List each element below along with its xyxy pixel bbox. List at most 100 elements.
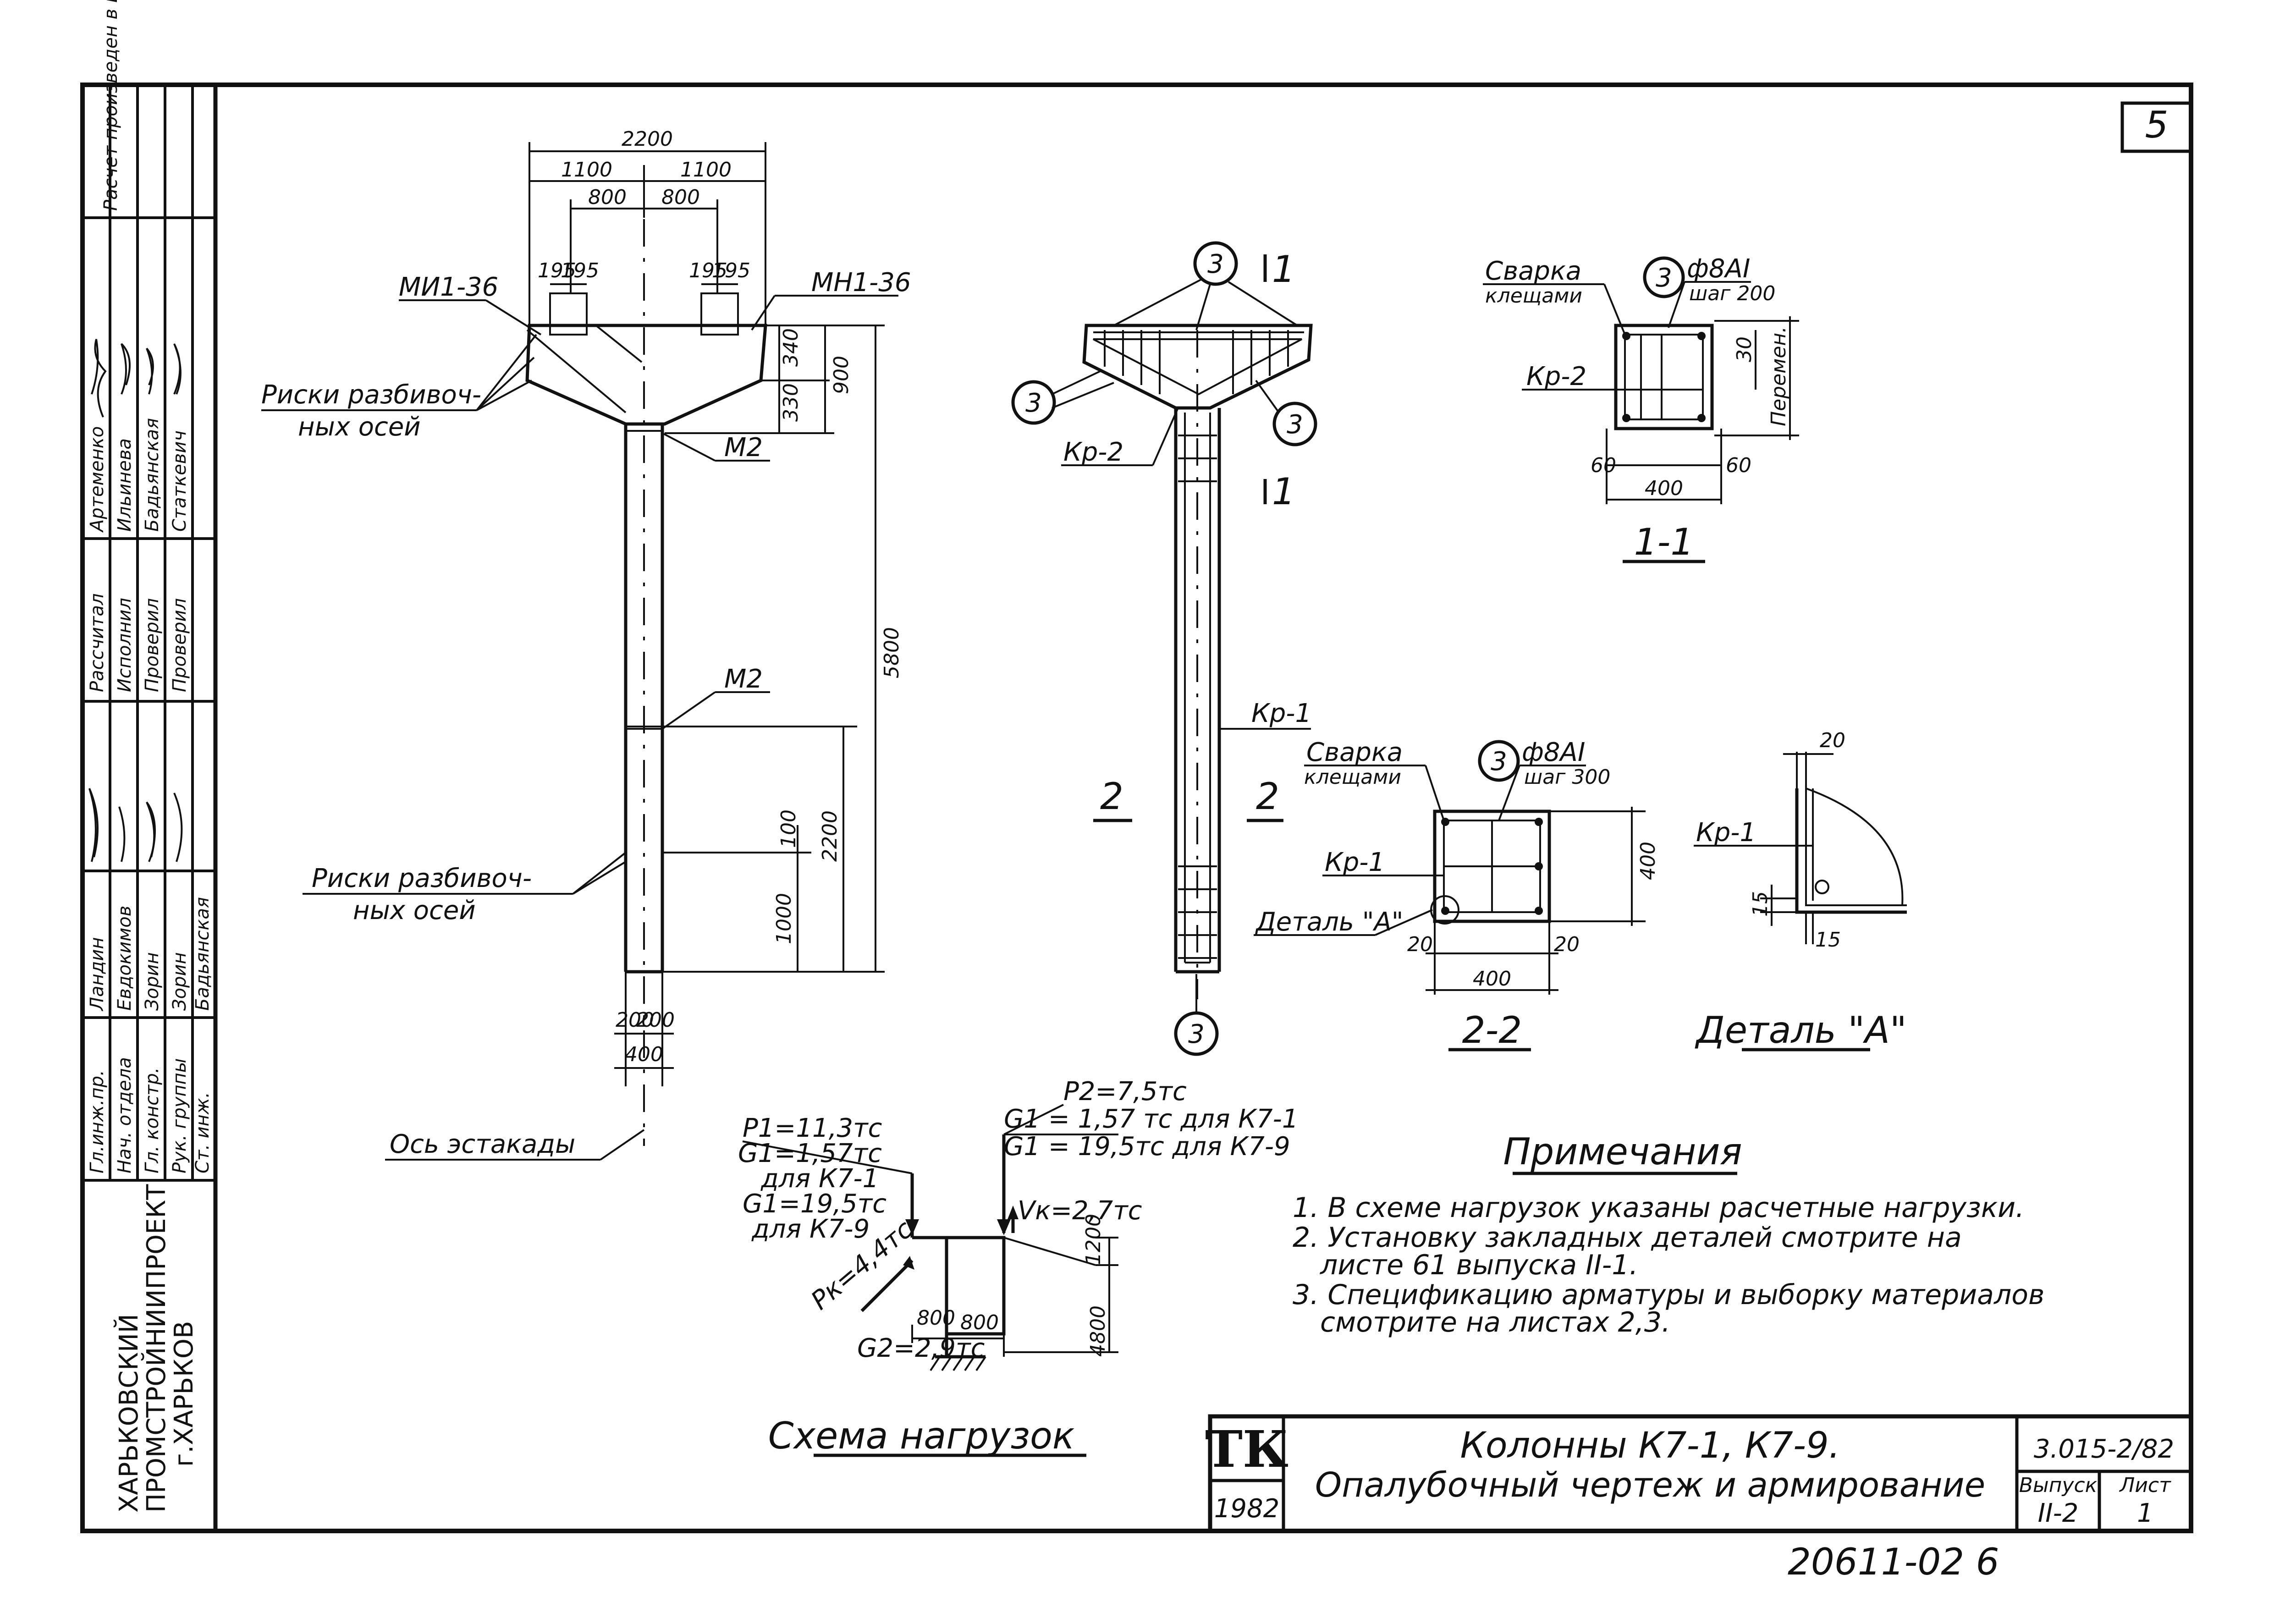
- svg-text:4800: 4800: [1086, 1305, 1110, 1357]
- svg-text:800: 800: [588, 186, 627, 209]
- svg-text:800: 800: [917, 1306, 955, 1330]
- svg-text:200: 200: [636, 1008, 675, 1032]
- sheet-number-box: [2120, 101, 2193, 153]
- svg-text:195: 195: [689, 259, 727, 282]
- svg-text:ПРОМСТРОЙНИИПРОЕКТ: ПРОМСТРОЙНИИПРОЕКТ: [141, 1184, 171, 1513]
- calc-note: Расчет произведен в институте по проекту…: [100, 0, 121, 211]
- section-1-1: 3 ф8AI шаг 200 Сварка клещами Кр-2 60 60…: [1483, 254, 1799, 563]
- svg-text:195: 195: [561, 259, 599, 282]
- svg-text:Кр-1: Кр-1: [1325, 848, 1385, 877]
- svg-text:Проверил: Проверил: [169, 598, 190, 692]
- svg-text:60: 60: [1726, 454, 1751, 477]
- svg-text:смотрите на листах 2,3.: смотрите на листах 2,3.: [1320, 1306, 1670, 1338]
- svg-text:400: 400: [1636, 842, 1660, 880]
- left-strip-dividers: [83, 85, 215, 1182]
- svg-text:330: 330: [779, 383, 803, 422]
- svg-text:для К7-1: для К7-1: [760, 1164, 879, 1194]
- svg-text:Сварка: Сварка: [1306, 738, 1403, 767]
- svg-text:Ландин: Ландин: [87, 937, 108, 1012]
- outer-frame: [80, 83, 2193, 1533]
- svg-text:G1 = 1,57 тс для К7-1: G1 = 1,57 тс для К7-1: [1004, 1104, 1298, 1134]
- svg-text:Риски разбивоч-: Риски разбивоч-: [312, 864, 532, 893]
- svg-text:Гл.инж.пр.: Гл.инж.пр.: [87, 1070, 108, 1173]
- svg-text:195: 195: [538, 259, 576, 282]
- svg-text:Зорин: Зорин: [169, 952, 190, 1011]
- svg-text:800: 800: [661, 186, 700, 209]
- calc-rows: Рассчитал Исполнил Проверил Проверил Арт…: [87, 418, 190, 692]
- svg-text:Ст. инж.: Ст. инж.: [192, 1092, 213, 1173]
- signatures: [88, 339, 183, 862]
- svg-text:1982: 1982: [1214, 1494, 1280, 1524]
- svg-text:G1=19,5тс: G1=19,5тс: [743, 1189, 886, 1219]
- svg-text:Рассчитал: Рассчитал: [87, 593, 108, 692]
- svg-text:2200: 2200: [818, 810, 842, 862]
- title-block: ТК 1982 Колонны К7-1, К7-9. Опалубочный …: [1205, 1414, 2193, 1533]
- sheet-number: 5: [2145, 104, 2169, 146]
- svg-text:100: 100: [777, 809, 800, 848]
- load-scheme: P1=11,3тс G1=1,57тс для К7-1 G1=19,5тс д…: [738, 1077, 1298, 1457]
- svg-text:1200: 1200: [1082, 1214, 1105, 1265]
- svg-text:1100: 1100: [680, 158, 732, 182]
- organization: ХАРЬКОВСКИЙ ПРОМСТРОЙНИИПРОЕКТ г.ХАРЬКОВ: [114, 1184, 199, 1513]
- svg-text:2: 2: [1256, 775, 1279, 818]
- svg-text:1-1: 1-1: [1634, 521, 1694, 563]
- svg-text:G2=2,9тс: G2=2,9тс: [857, 1333, 985, 1363]
- svg-text:Кр-2: Кр-2: [1526, 362, 1586, 391]
- svg-text:Артеменко: Артеменко: [87, 426, 108, 533]
- svg-text:Сварка: Сварка: [1485, 256, 1581, 286]
- svg-text:клещами: клещами: [1485, 284, 1582, 308]
- footer-number: 20611-02 6: [1788, 1541, 1999, 1583]
- svg-text:30: 30: [1733, 336, 1756, 362]
- svg-text:ных осей: ных осей: [298, 412, 421, 442]
- svg-text:Деталь "А": Деталь "А": [1695, 1009, 1906, 1051]
- svg-text:Выпуск: Выпуск: [2019, 1474, 2098, 1497]
- svg-text:Рук. группы: Рук. группы: [169, 1058, 190, 1173]
- svg-text:3: 3: [1491, 747, 1507, 776]
- svg-text:3: 3: [1207, 249, 1224, 279]
- svg-text:Нач. отдела: Нач. отдела: [114, 1057, 135, 1173]
- svg-text:М2: М2: [724, 664, 763, 694]
- svg-text:Евдокимов: Евдокимов: [114, 906, 135, 1011]
- svg-text:для К7-9: для К7-9: [751, 1214, 870, 1244]
- svg-text:Гл. констр.: Гл. констр.: [142, 1068, 163, 1173]
- svg-text:3. Спецификацию арматуры и выб: 3. Спецификацию арматуры и выборку матер…: [1293, 1279, 2044, 1311]
- svg-text:20: 20: [1554, 933, 1580, 956]
- section-2-2: 3 ф8AI шаг 300 Сварка клещами Кр-1 Детал…: [1254, 738, 1660, 1051]
- svg-text:340: 340: [779, 328, 803, 367]
- svg-text:15: 15: [1749, 891, 1772, 917]
- svg-text:ХАРЬКОВСКИЙ: ХАРЬКОВСКИЙ: [114, 1314, 144, 1513]
- notes: Примечания 1. В схеме нагрузок указаны р…: [1293, 1130, 2044, 1338]
- svg-text:Проверил: Проверил: [142, 598, 163, 692]
- svg-text:Схема нагрузок: Схема нагрузок: [768, 1415, 1075, 1457]
- column-head-outline: [525, 324, 767, 426]
- svg-text:2: 2: [1100, 775, 1123, 818]
- svg-text:5800: 5800: [880, 627, 903, 678]
- svg-text:2-2: 2-2: [1462, 1009, 1522, 1051]
- tk-logo: ТК: [1205, 1420, 1288, 1479]
- svg-text:Колонны К7-1, К7-9.: Колонны К7-1, К7-9.: [1460, 1425, 1840, 1466]
- svg-text:800: 800: [960, 1311, 999, 1334]
- svg-text:G1 = 19,5тс для К7-9: G1 = 19,5тс для К7-9: [1004, 1132, 1290, 1162]
- svg-text:1. В схеме нагрузок указаны ра: 1. В схеме нагрузок указаны расчетные на…: [1293, 1192, 2024, 1224]
- svg-text:г.ХАРЬКОВ: г.ХАРЬКОВ: [169, 1321, 199, 1467]
- detail-a: 20 Кр-1 15 15 Деталь "А": [1694, 729, 1907, 1051]
- svg-text:Бадьянская: Бадьянская: [142, 418, 163, 532]
- svg-text:2200: 2200: [622, 127, 673, 151]
- svg-text:Расчет произведен в институте: Расчет произведен в институте по проекту…: [100, 0, 121, 211]
- svg-text:200: 200: [616, 1008, 654, 1032]
- svg-text:Перемен.: Перемен.: [1767, 326, 1790, 426]
- svg-text:Кр-2: Кр-2: [1063, 437, 1123, 467]
- svg-text:1: 1: [1272, 248, 1295, 291]
- svg-text:листе 61 выпуска II-1.: листе 61 выпуска II-1.: [1320, 1249, 1638, 1281]
- svg-text:ф8AI: ф8AI: [1522, 738, 1585, 767]
- svg-text:P1=11,3тс: P1=11,3тс: [743, 1113, 882, 1143]
- svg-text:3: 3: [1025, 388, 1042, 418]
- svg-text:Опалубочный чертеж и армирован: Опалубочный чертеж и армирование: [1315, 1465, 1985, 1505]
- svg-text:20: 20: [1407, 933, 1433, 956]
- column-formwork-drawing: 2200 1100 1100 800 800 195 195 195 195 3…: [261, 127, 911, 1161]
- svg-text:1000: 1000: [772, 893, 796, 944]
- svg-text:20: 20: [1820, 729, 1845, 752]
- svg-text:400: 400: [625, 1043, 663, 1066]
- svg-text:шаг 200: шаг 200: [1689, 282, 1775, 305]
